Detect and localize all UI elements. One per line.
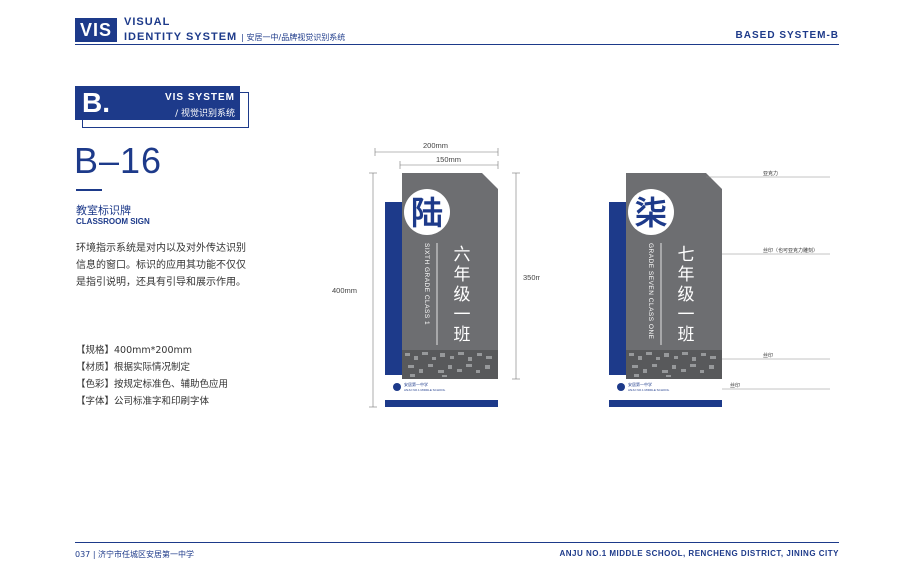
class-cn-char: 年: [454, 265, 471, 285]
section-badge: [75, 86, 240, 120]
school-name: 安居第一中学: [404, 381, 428, 387]
code-underline: [76, 189, 102, 191]
spec-item: 【规格】400mm*200mm: [76, 345, 193, 356]
section-letter: B.: [82, 87, 110, 118]
class-char: 柒: [635, 194, 667, 232]
footer-address: ANJU NO.1 MIDDLE SCHOOL, RENCHENG DISTRI…: [559, 549, 839, 558]
class-name-en: SIXTH GRADE CLASS 1: [423, 243, 430, 325]
school-emblem-icon: [393, 383, 401, 391]
dim-width-total: 200mm: [423, 141, 448, 150]
header-title-cn: | 安居一中/品牌视觉识别系统: [241, 33, 346, 42]
class-char-circle: [628, 189, 674, 235]
callout-acrylic: 亚克力: [763, 170, 778, 177]
class-cn-char: 级: [454, 285, 471, 305]
callout-print-strip: 丝印: [730, 382, 740, 389]
section-title-en: VIS SYSTEM: [164, 92, 235, 103]
header-title-line2: IDENTITY SYSTEM | 安居一中/品牌视觉识别系统: [124, 31, 345, 43]
school-strip: [609, 375, 722, 400]
spec-item: 【色彩】按规定标准色、辅助色应用: [76, 379, 229, 390]
header-system-label: BASED SYSTEM-B: [735, 30, 839, 41]
class-cn-char: 年: [678, 265, 695, 285]
page-code: B–16: [74, 140, 163, 181]
school-name: 安居第一中学: [628, 381, 652, 387]
section-title-cn: / 视觉识别系统: [175, 109, 235, 119]
footer-page-info: 037 | 济宁市任城区安居第一中学: [75, 550, 195, 559]
footer-divider: [75, 542, 839, 543]
header-title-en: IDENTITY SYSTEM: [124, 31, 238, 43]
sign-1-drawing: 200mm 150mm 400mm 350mm 安居第一中学 ANJU NO.1…: [332, 141, 540, 408]
callout-print: 丝印: [763, 352, 773, 359]
dim-width-inner: 150mm: [436, 155, 461, 164]
class-char-circle: [404, 189, 450, 235]
class-cn-char: 六: [454, 245, 471, 265]
pattern-area: [402, 350, 498, 379]
subtitle-cn: 教室标识牌: [76, 204, 131, 217]
class-cn-char: 一: [678, 305, 695, 325]
sign-2-drawing: 安居第一中学 ANJU NO.1 MIDDLE SCHOOL 柒 GRADE S…: [609, 170, 830, 407]
description-text: 环境指示系统是对内以及对外传达识别信息的窗口。标识的应用其功能不仅仅是指引说明，…: [76, 243, 246, 288]
pattern-texture: [405, 352, 492, 377]
header-divider: [75, 44, 839, 45]
class-cn-char: 班: [678, 325, 695, 345]
header-title-line1: VISUAL: [124, 16, 171, 28]
class-cn-char: 级: [678, 285, 695, 305]
class-cn-char: 七: [678, 245, 695, 265]
pattern-area: [626, 350, 722, 379]
class-cn-char: 一: [454, 305, 471, 325]
school-name-en: ANJU NO.1 MIDDLE SCHOOL: [628, 388, 670, 392]
spec-item: 【字体】公司标准字和印刷字体: [76, 396, 210, 407]
vis-logo: VIS: [75, 18, 117, 42]
dim-height-total: 400mm: [332, 286, 357, 295]
callout-print-engrave: 丝印（也可亚克力雕刻）: [763, 247, 818, 254]
dim-height-inner: 350mm: [523, 273, 540, 282]
spec-item: 【材质】根据实际情况制定: [76, 362, 191, 373]
class-char: 陆: [411, 194, 443, 232]
subtitle-en: CLASSROOM SIGN: [76, 217, 150, 226]
spec-list: 【规格】400mm*200mm 【材质】根据实际情况制定 【色彩】按规定标准色、…: [76, 342, 228, 410]
school-name-en: ANJU NO.1 MIDDLE SCHOOL: [404, 388, 446, 392]
school-strip: [385, 375, 498, 400]
class-cn-char: 班: [454, 325, 471, 345]
class-name-en: GRADE SEVEN CLASS ONE: [647, 243, 654, 340]
school-emblem-icon: [617, 383, 625, 391]
pattern-texture: [629, 352, 716, 377]
